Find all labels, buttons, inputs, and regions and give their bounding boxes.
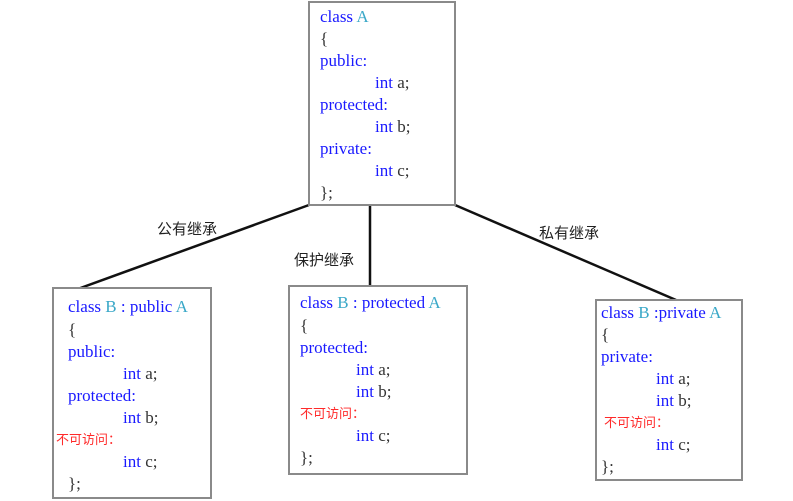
public-label: public:: [68, 342, 116, 361]
open-brace: {: [601, 325, 610, 344]
member-b: int b;: [123, 408, 159, 427]
private-inheritance-label: 私有继承: [539, 224, 600, 242]
private-inheritance-line: [454, 203, 677, 302]
member-a: int a;: [123, 364, 158, 383]
close-brace: };: [300, 448, 313, 467]
protected-derived-header: class B : protected A: [300, 293, 441, 312]
member-c: int c;: [123, 452, 158, 471]
member-b: int b;: [375, 117, 411, 136]
protected-label: protected:: [320, 95, 388, 114]
inaccessible-label: 不可访问：: [300, 407, 366, 422]
protected-derived-box: class B : protected A { protected: int a…: [288, 285, 468, 475]
public-inheritance-line: [52, 203, 310, 300]
inaccessible-label: 不可访问：: [56, 433, 122, 448]
member-c: int c;: [375, 161, 410, 180]
member-a: int a;: [375, 73, 410, 92]
member-a: int a;: [656, 369, 691, 388]
private-derived-header: class B :private A: [601, 303, 722, 322]
inaccessible-label: 不可访问：: [604, 416, 670, 431]
member-a: int a;: [356, 360, 391, 379]
public-derived-header: class B : public A: [68, 297, 188, 316]
open-brace: {: [68, 320, 77, 339]
member-b: int b;: [656, 391, 692, 410]
protected-label: protected:: [300, 338, 368, 357]
public-label: public:: [320, 51, 368, 70]
close-brace: };: [601, 457, 614, 476]
member-c: int c;: [656, 435, 691, 454]
private-label: private:: [601, 347, 653, 366]
close-brace: };: [68, 474, 81, 493]
protected-label: protected:: [68, 386, 136, 405]
member-b: int b;: [356, 382, 392, 401]
private-label: private:: [320, 139, 372, 158]
open-brace: {: [300, 316, 309, 335]
public-inheritance-label: 公有继承: [157, 220, 218, 238]
open-brace: {: [320, 29, 329, 48]
close-brace: };: [320, 183, 333, 202]
public-derived-box: class B : public A { public: int a; prot…: [52, 287, 212, 499]
base-class-box: class A { public: int a; protected: int …: [308, 1, 456, 206]
protected-inheritance-label: 保护继承: [294, 251, 355, 269]
base-class-header: class A: [320, 7, 369, 26]
member-c: int c;: [356, 426, 391, 445]
private-derived-box: class B :private A { private: int a; int…: [595, 299, 743, 481]
